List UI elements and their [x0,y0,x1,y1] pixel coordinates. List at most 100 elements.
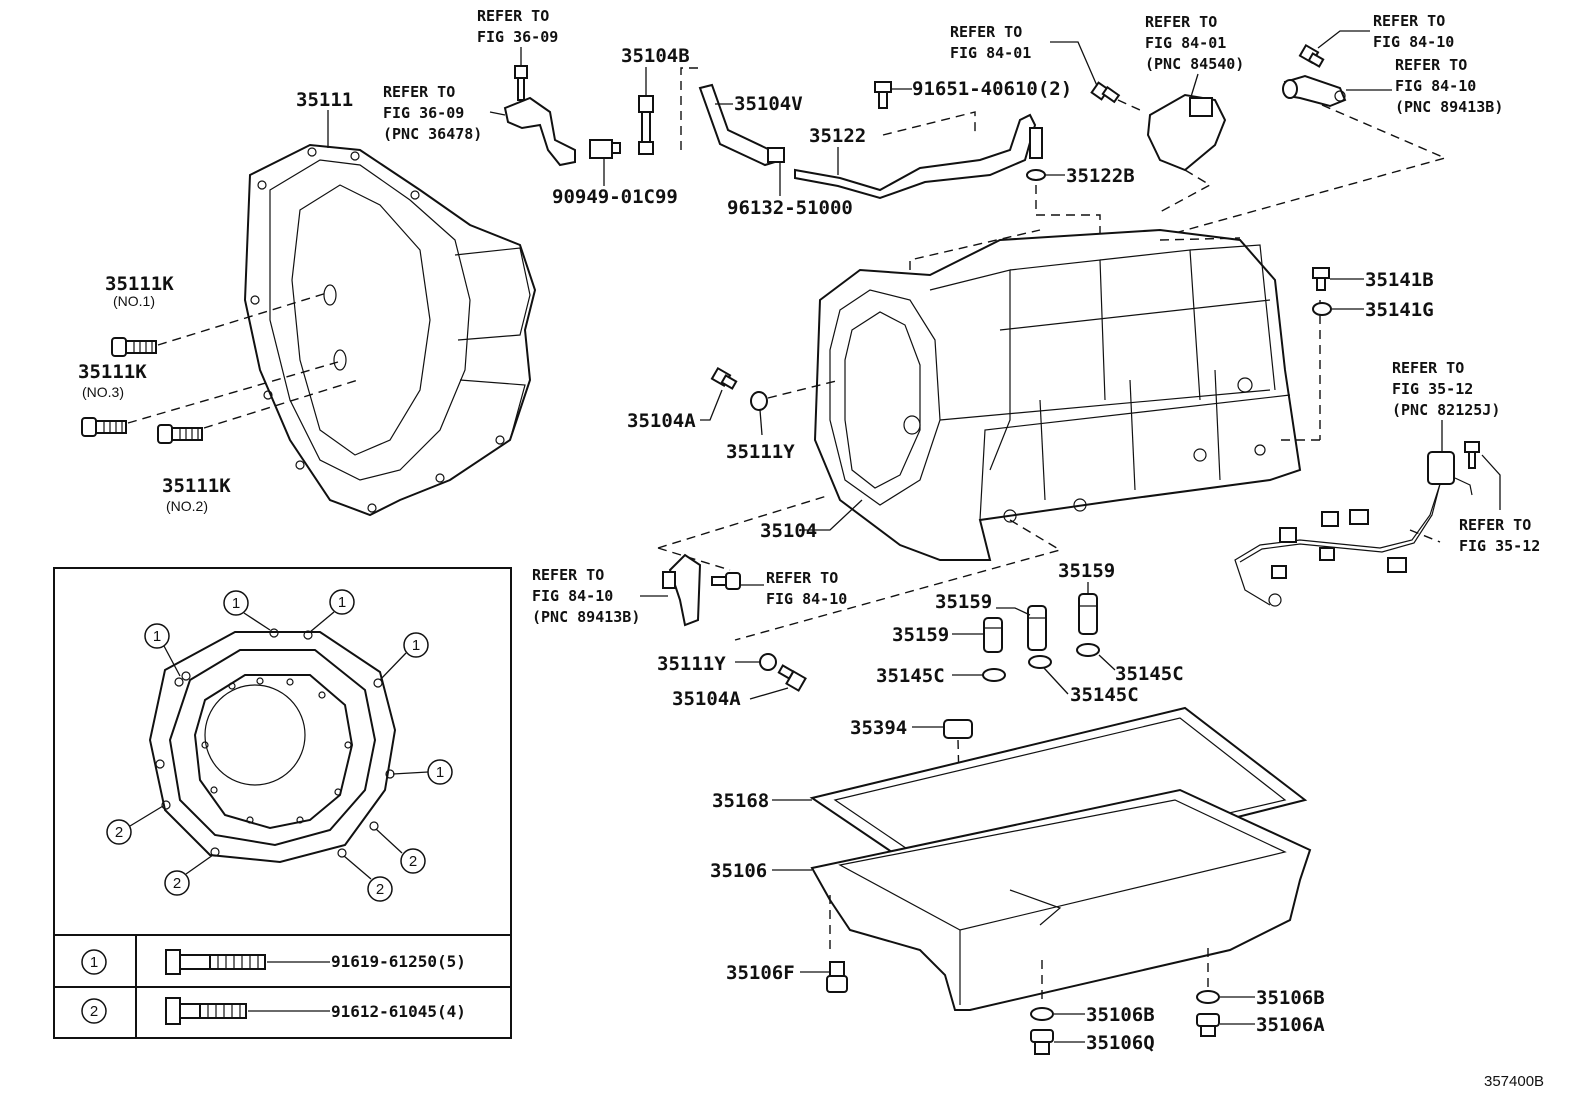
speed-sensor [1282,74,1347,108]
ref-fig84-10-b-fig: FIG 84-10 [1395,77,1476,95]
ref-fig84-10-a: REFER TO [1373,12,1445,30]
ref-fig36-09-b-pnc: (PNC 36478) [383,125,482,143]
bolt-location-legend: 1 1 1 1 1 2 2 2 2 1 91619-612 [53,567,512,1039]
bolt-35104A-lower [777,664,807,692]
label-35111K-no1-note: (NO.1) [113,293,155,309]
figure-id: 357400B [1484,1073,1544,1090]
oil-pan [810,788,1312,1011]
transmission-case-drawing [813,228,1302,561]
marker-1-e: 1 [436,764,444,781]
sleeve-35159-left [983,617,1003,653]
legend-row2-part: 91612-61045(4) [331,1002,466,1021]
ref-fig36-09-a-fig: FIG 36-09 [477,28,558,46]
label-35394: 35394 [850,717,907,739]
harness-bolt [1464,441,1480,469]
ref-fig84-10-a-fig: FIG 84-10 [1373,33,1454,51]
ref-fig36-09-a: REFER TO [477,7,549,25]
bolt-35111K-no1 [111,337,157,357]
label-35111Y-lower: 35111Y [657,653,726,675]
wire-harness [1234,451,1473,607]
label-35111K-no2: 35111K [162,475,231,497]
label-35159-right: 35159 [1058,560,1115,582]
label-35106B-right: 35106B [1256,987,1325,1009]
label-35145C-right: 35145C [1115,663,1184,685]
label-35104A-lower: 35104A [672,688,741,710]
label-35111: 35111 [296,89,353,111]
label-90949-01C99: 90949-01C99 [552,186,678,208]
label-35106F: 35106F [726,962,795,984]
label-35106: 35106 [710,860,767,882]
label-35104A-upper: 35104A [627,410,696,432]
label-35104B: 35104B [621,45,690,67]
legend-row2-marker: 2 [90,1003,98,1020]
legend-row1-marker: 1 [90,954,98,971]
label-91651-40610: 91651-40610(2) [912,78,1072,100]
bell-housing-drawing [243,143,537,517]
marker-1-d: 1 [412,637,420,654]
neutral-switch [1146,93,1227,172]
label-35111K-no3-note: (NO.3) [82,384,124,400]
marker-2-d: 2 [409,853,417,870]
ref-fig84-10-b: REFER TO [1395,56,1467,74]
ref-fig84-10-d-fig: FIG 84-10 [766,590,847,608]
label-35122: 35122 [809,125,866,147]
plug-35106A [1196,1013,1220,1037]
ref-fig35-12-b-fig: FIG 35-12 [1459,537,1540,555]
label-35111Y-upper: 35111Y [726,441,795,463]
marker-1-c: 1 [153,628,161,645]
ref-fig35-12-a: REFER TO [1392,359,1464,377]
ref-fig84-01-b-pnc: (PNC 84540) [1145,55,1244,73]
ref-fig84-01-b-fig: FIG 84-01 [1145,34,1226,52]
legend-row1-part: 91619-61250(5) [331,952,466,971]
sleeve-35159-mid [1027,605,1047,651]
label-35122B: 35122B [1066,165,1135,187]
label-35168: 35168 [712,790,769,812]
ref-fig84-10-b-pnc: (PNC 89413B) [1395,98,1503,116]
label-35159-mid: 35159 [935,591,992,613]
label-96132-51000: 96132-51000 [727,197,853,219]
sensor-bolt [1090,81,1121,104]
bracket-bolt [514,65,528,101]
ref-fig84-01-b: REFER TO [1145,13,1217,31]
label-35106Q: 35106Q [1086,1032,1155,1054]
ref-fig84-10-d: REFER TO [766,569,838,587]
connector-90949 [589,139,621,159]
marker-2-b: 2 [173,875,181,892]
bolt-vertical [1029,127,1043,159]
ref-fig84-10-c: REFER TO [532,566,604,584]
label-35111K-no1: 35111K [105,273,174,295]
bracket-drawing [503,96,576,167]
label-35104V: 35104V [734,93,803,115]
label-35111K-no3: 35111K [78,361,147,383]
label-35106B-lower: 35106B [1086,1004,1155,1026]
ref-fig35-12-b: REFER TO [1459,516,1531,534]
ref-fig36-09-b: REFER TO [383,83,455,101]
marker-2-a: 2 [115,824,123,841]
ref-fig36-09-b-fig: FIG 36-09 [383,104,464,122]
bolt-35111K-no3 [81,417,127,437]
bolt-91651 [874,81,892,109]
label-35141G: 35141G [1365,299,1434,321]
label-35145C-left: 35145C [876,665,945,687]
bolt-35141B [1312,267,1330,291]
label-35159-left: 35159 [892,624,949,646]
plug-35104B [638,95,654,155]
ref-fig35-12-a-fig: FIG 35-12 [1392,380,1473,398]
bolt-35106F [826,961,848,993]
ref-fig84-10-c-fig: FIG 84-10 [532,587,613,605]
speed-sensor-lower [662,553,702,627]
label-35111K-no2-note: (NO.2) [166,498,208,514]
bolt-35111K-no2 [157,424,203,444]
marker-2-c: 2 [376,881,384,898]
ref-fig84-10-c-pnc: (PNC 89413B) [532,608,640,626]
ref-fig35-12-a-pnc: (PNC 82125J) [1392,401,1500,419]
label-35141B: 35141B [1365,269,1434,291]
marker-1-a: 1 [232,595,240,612]
sleeve-35159-right [1078,593,1098,635]
marker-1-b: 1 [338,594,346,611]
label-35104: 35104 [760,520,817,542]
bolt-35104A-upper [710,366,738,390]
plug-35106Q [1030,1029,1054,1055]
